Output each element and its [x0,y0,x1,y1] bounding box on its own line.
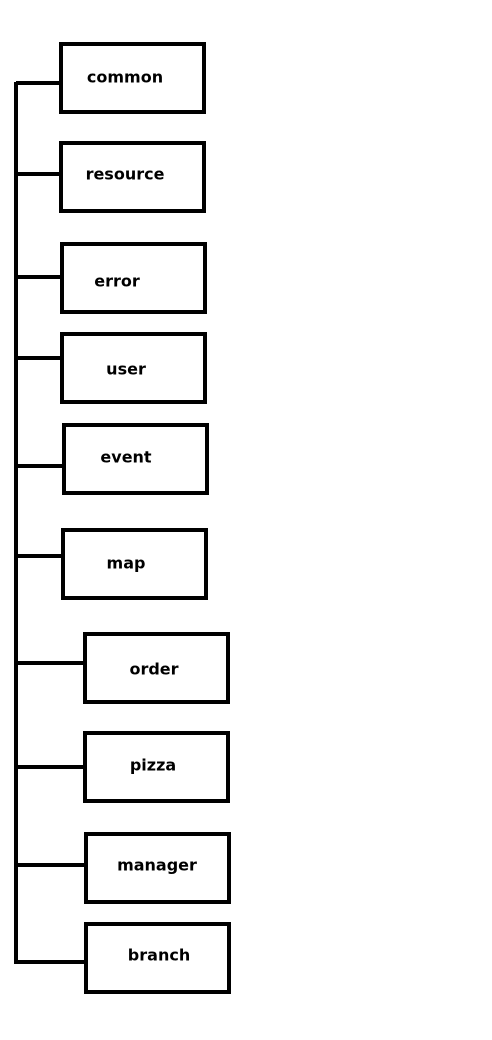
node-label: map [107,554,146,573]
node-label: error [94,272,140,291]
node-common: common [16,42,206,114]
node-box [84,922,231,994]
node-user: user [14,332,207,404]
node-label: manager [117,856,197,875]
node-label: user [106,360,146,379]
node-box [62,423,209,495]
node-map: map [16,528,208,600]
node-box [59,42,206,114]
node-box [83,731,230,803]
node-label: resource [86,165,165,184]
node-event: event [16,423,209,495]
node-resource: resource [14,141,206,213]
node-pizza: pizza [16,731,230,803]
node-manager: manager [16,832,231,904]
node-label: branch [128,946,190,965]
node-box [84,832,231,904]
node-label: pizza [130,756,176,775]
node-branch: branch [14,922,231,994]
node-box [59,141,206,213]
node-label: order [129,660,178,679]
node-box [61,528,208,600]
node-box [83,632,230,704]
node-label: event [100,448,152,467]
node-order: order [16,632,230,704]
node-error: error [16,242,207,314]
node-label: common [87,68,163,87]
node-box [60,242,207,314]
node-box [60,332,207,404]
